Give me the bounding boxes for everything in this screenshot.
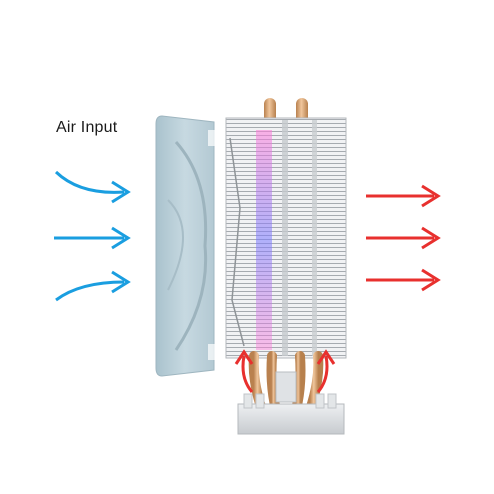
straight-arrow-right-icon [366,268,441,292]
curved-arrow-right-icon [55,270,131,302]
exhaust-arrows [366,184,441,292]
cooler-base [237,393,345,435]
air-input-caption: Air Input [56,119,118,136]
straight-arrow-right-icon [366,226,441,250]
curved-arrow-up-icon [234,349,336,393]
straight-arrow-right-icon [54,226,131,250]
fan-frame [155,115,216,377]
heatsink-fins [225,117,347,359]
curved-arrow-right-icon [54,170,131,204]
intake-arrows [54,170,131,302]
straight-arrow-right-icon [366,184,441,208]
